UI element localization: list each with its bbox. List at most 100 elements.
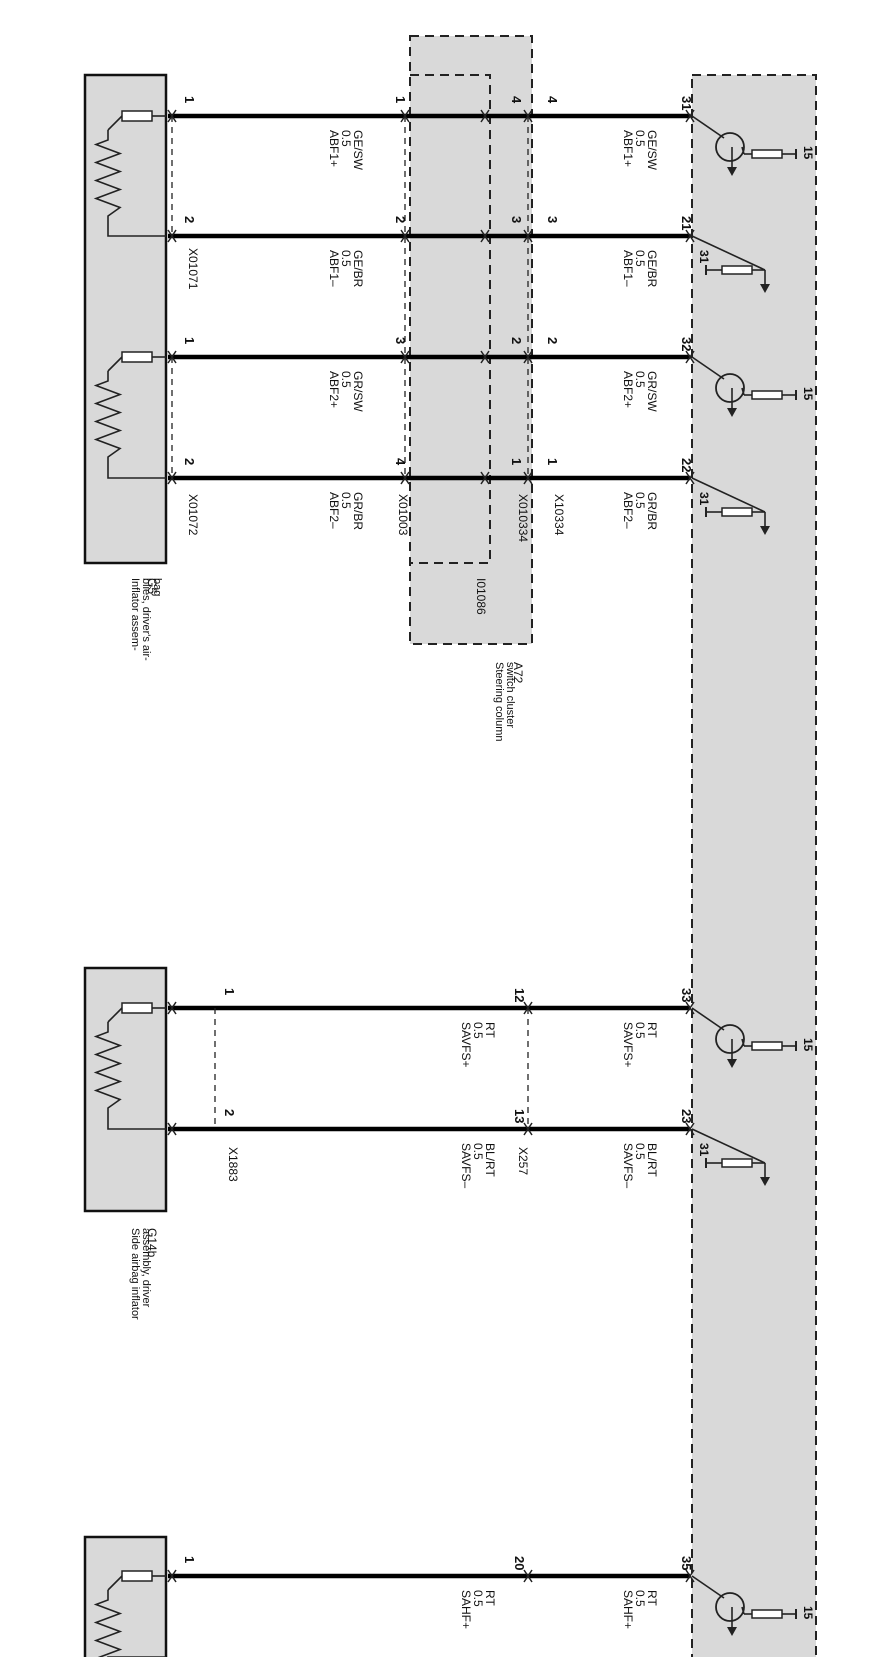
inflator-elements [93,110,166,1657]
element-lead [107,1007,123,1023]
element-resistor [121,1002,153,1014]
connector-chevron [484,109,490,123]
wire-label: SAVFS–0.5BL/RT [459,1143,497,1188]
ecu-trace [691,1007,725,1031]
transistor-symbol [715,373,745,403]
element-lead [107,356,123,372]
arrow-down [727,167,737,176]
pin-number: 2 [182,458,197,465]
pin-number: 4 [393,458,408,466]
pin-number: 2 [509,337,524,344]
resistor-symbol [721,265,753,275]
arrow-down [727,1059,737,1068]
element-lead [107,115,123,131]
connector-chevron [689,109,695,123]
arrow-down [727,1627,737,1636]
g5-code: G5 [145,578,159,594]
connector-chevron [484,471,490,485]
ecu-trace [691,356,725,380]
wire-label: ABF1–0.5GE/BR [621,250,659,288]
arrow-down [760,1177,770,1186]
connector-x1883: X1883 [226,1147,240,1182]
pin-number: 20 [512,1556,527,1570]
ground-terminal-label: 31 [697,492,711,506]
wire-label: ABF2–0.5GR/BR [621,492,659,530]
g14b-description: Side airbag inflator assembly, driver [129,1228,152,1323]
arrow-down [760,284,770,293]
pin-number: 2 [222,1109,237,1116]
pin-number: 3 [509,216,524,223]
supply-terminal-label: 15 [801,387,815,401]
connector-chevron [484,350,490,364]
resistor-symbol [751,149,783,159]
wire-label: ABF1+0.5GE/SW [621,130,659,171]
wires-layer [168,113,690,1579]
connector-chevron [689,229,695,243]
connector-chevron [484,229,490,243]
pin-number: 1 [182,1556,197,1563]
heating-element-zigzag [93,1022,166,1130]
pin-number: 3 [545,216,560,223]
pin-number: 4 [509,96,524,104]
pin-number: 1 [182,337,197,344]
connector-chevron [171,229,177,243]
wire-label: ABF1–0.5GE/BR [327,250,365,288]
pin-number: 4 [545,96,560,104]
ground-terminal-label: 31 [697,1143,711,1157]
supply-terminal-label: 15 [801,1606,815,1620]
supply-terminal-label: 15 [801,146,815,160]
connector-chevron [527,471,533,485]
connector-chevron [527,1122,533,1136]
connector-x01071: X01071 [186,248,200,290]
wire-label: SAVFS+0.5RT [459,1022,497,1067]
control-unit-box [691,74,817,1657]
connector-x10334: X10334 [552,494,566,536]
connector-chevron [171,1122,177,1136]
connector-chevron [404,350,410,364]
ecu-trace [741,387,745,396]
g5-description: Inflator assem- blies, driver's air- bag [129,578,163,664]
resistor-symbol [751,390,783,400]
pin-number: 1 [545,458,560,465]
a72-code: A72 [511,662,525,684]
pin-number: 33 [679,988,694,1002]
transistor-symbol [715,1024,745,1054]
resistor-symbol [751,1609,783,1619]
connector-chevron [689,1122,695,1136]
ecu-trace [691,235,766,271]
pin-number: 13 [512,1109,527,1123]
inner-module-code: I01086 [474,578,488,615]
wire-label: SAHF+0.5RT [621,1590,659,1629]
ecu-trace [691,1128,766,1164]
resistor-symbol [751,1041,783,1051]
heating-element-zigzag [93,1590,166,1657]
ground-terminal-label: 31 [697,250,711,264]
element-resistor [121,351,153,363]
pin-number: 23 [679,1109,694,1123]
ecu-trace [741,146,745,155]
connector-chevron [404,471,410,485]
heating-element-zigzag [93,130,166,237]
wire-label: SAHF+0.5RT [459,1590,497,1629]
transistor-symbol [715,132,745,162]
pin-number: 1 [182,96,197,103]
pin-number: 22 [679,458,694,472]
connector-chevron [689,350,695,364]
transistor-symbol [715,1592,745,1622]
pin-number: 12 [512,988,527,1002]
connector-chevron [689,1001,695,1015]
connector-outlines [167,109,695,1583]
connector-chevron [171,471,177,485]
pin-number: 2 [182,216,197,223]
pin-number: 1 [393,96,408,103]
wire-label: ABF2–0.5GR/BR [327,492,365,530]
arrow-down [727,408,737,417]
pin-number: 31 [679,96,694,110]
element-resistor [121,110,153,122]
element-lead [107,1575,123,1591]
ecu-trace [691,115,725,139]
wire-label: SAVFS+0.5RT [621,1022,659,1067]
